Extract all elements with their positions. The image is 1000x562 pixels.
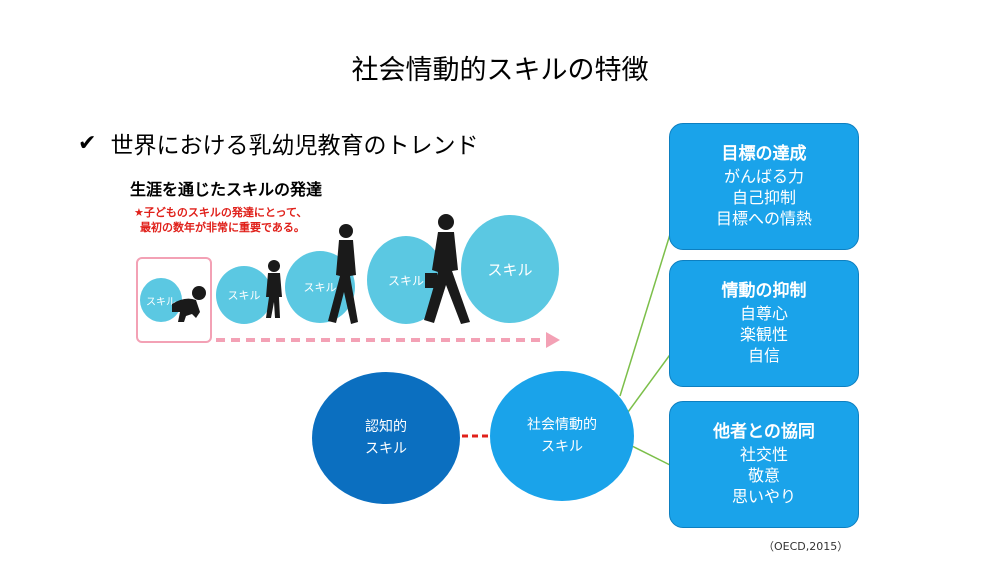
page-title: 社会情動的スキルの特徴 [351, 55, 649, 86]
baby-silhouette-icon [172, 286, 206, 322]
source-citation: （OECD,2015） [763, 540, 849, 553]
cognitive-skills-circle: 認知的 スキル [312, 372, 460, 504]
card-heading: 目標の達成 [721, 144, 807, 164]
card-item: 自信 [747, 346, 780, 365]
card-goal-achievement: 目標の達成 がんばる力 自己抑制 目標への情熱 [669, 123, 859, 250]
development-heading: 生涯を通じたスキルの発達 [130, 180, 323, 199]
connector-line-collab [631, 445, 673, 467]
card-item: 自尊心 [739, 304, 788, 323]
skill-bubble: スキル [140, 278, 182, 322]
card-emotion-control: 情動の抑制 自尊心 楽観性 自信 [669, 260, 859, 387]
skill-bubble: スキル [461, 215, 559, 323]
socio-line-2: スキル [541, 439, 583, 455]
card-item: 楽観性 [739, 325, 788, 344]
trend-bullet: ✔ 世界における乳幼児教育のトレンド [78, 126, 478, 160]
skill-bubble: スキル [216, 266, 272, 324]
connector-line-goals [619, 227, 673, 397]
development-arrow-head [546, 332, 560, 348]
note-line-2: 最初の数年が非常に重要である。 [140, 221, 305, 234]
socio-emotional-skills-circle: 社会情動的 スキル [490, 371, 634, 501]
note-line-1: ★子どものスキルの発達にとって、 [134, 206, 308, 219]
card-item: 思いやり [731, 487, 796, 506]
card-collaboration: 他者との協同 社交性 敬意 思いやり [669, 401, 859, 528]
card-heading: 情動の抑制 [721, 281, 807, 301]
cognitive-line-2: スキル [365, 441, 407, 457]
card-item: 社交性 [739, 445, 788, 464]
card-item: 自己抑制 [731, 188, 796, 207]
teen-silhouette-icon [424, 214, 470, 324]
card-item: がんばる力 [723, 167, 804, 186]
connector-line-emotion [627, 351, 673, 413]
toddler-silhouette-icon [266, 260, 282, 318]
card-item: 敬意 [747, 466, 780, 485]
card-heading: 他者との協同 [713, 422, 815, 442]
child-silhouette-icon [328, 224, 358, 324]
trend-text: 世界における乳幼児教育のトレンド [110, 133, 479, 159]
cognitive-line-1: 認知的 [365, 419, 407, 435]
early-years-highlight [136, 257, 212, 343]
checkmark-icon: ✔ [78, 130, 97, 156]
development-note: ★子どものスキルの発達にとって、 最初の数年が非常に重要である。 [134, 205, 307, 235]
card-item: 目標への情熱 [715, 209, 812, 228]
socio-line-1: 社会情動的 [527, 417, 597, 433]
